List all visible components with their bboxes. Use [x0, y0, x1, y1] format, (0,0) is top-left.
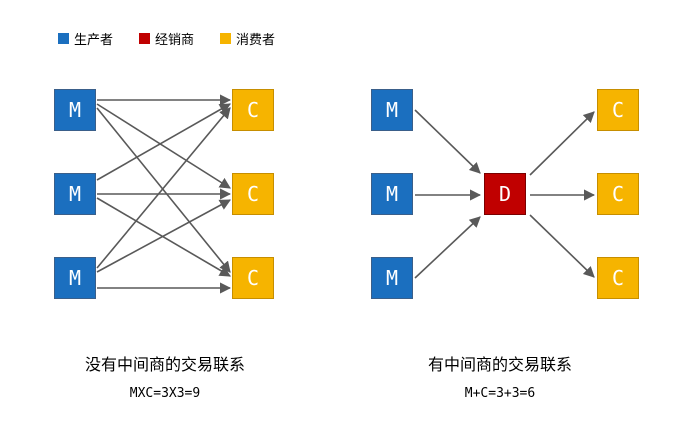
right-consumer-label-2: C — [611, 182, 625, 206]
left-consumer-label-1: C — [246, 98, 260, 122]
right-producer-label-3: M — [385, 266, 399, 290]
legend: 生产者 经销商 消费者 — [58, 29, 301, 48]
right-consumer-label-1: C — [611, 98, 625, 122]
arrow-m1-c2 — [96, 103, 231, 189]
legend-label-dealer: 经销商 — [155, 33, 195, 48]
arrow-m1-c3 — [96, 107, 231, 273]
right-dealer-node: D — [484, 173, 526, 215]
arrow-d-c1 — [529, 111, 595, 176]
right-consumer-node-2: C — [597, 173, 639, 215]
arrow-m3-c2 — [96, 199, 231, 273]
arrow-d-c3 — [529, 214, 595, 278]
left-formula: MXC=3X3=9 — [129, 386, 201, 401]
right-producer-node-2: M — [371, 173, 413, 215]
right-producer-node-3: M — [371, 257, 413, 299]
legend-label-consumer: 消费者 — [236, 33, 276, 48]
left-producer-node-1: M — [54, 89, 96, 131]
right-producer-node-1: M — [371, 89, 413, 131]
legend-swatch-dealer — [139, 33, 151, 44]
arrow-m2-c3 — [96, 197, 231, 277]
right-dealer-label: D — [498, 182, 512, 206]
right-consumer-node-3: C — [597, 257, 639, 299]
right-producer-label-2: M — [385, 182, 399, 206]
legend-item-producer: 生产者 — [58, 29, 113, 48]
legend-item-dealer: 经销商 — [139, 29, 194, 48]
right-consumer-label-3: C — [611, 266, 625, 290]
legend-swatch-producer — [58, 33, 69, 44]
left-producer-node-3: M — [54, 257, 96, 299]
legend-item-consumer: 消费者 — [220, 29, 275, 48]
left-caption: 没有中间商的交易联系 — [84, 355, 245, 374]
left-producer-node-2: M — [54, 173, 96, 215]
legend-swatch-consumer — [220, 33, 232, 44]
arrow-m3-c1 — [96, 107, 231, 269]
left-consumer-node-1: C — [232, 89, 274, 131]
right-consumer-node-1: C — [597, 89, 639, 131]
left-consumer-node-2: C — [232, 173, 274, 215]
left-consumer-node-3: C — [232, 257, 274, 299]
left-producer-label-3: M — [68, 266, 82, 290]
left-consumer-label-2: C — [246, 182, 260, 206]
legend-label-producer: 生产者 — [74, 33, 114, 48]
right-caption: 有中间商的交易联系 — [427, 355, 572, 374]
left-consumer-label-3: C — [246, 266, 260, 290]
left-producer-label-2: M — [68, 182, 82, 206]
right-formula: M+C=3+3=6 — [464, 386, 536, 401]
arrow-m2-c1 — [96, 103, 231, 181]
right-producer-label-1: M — [385, 98, 399, 122]
left-producer-label-1: M — [68, 98, 82, 122]
arrow-m1-d — [414, 109, 481, 174]
arrow-m3-d — [414, 216, 481, 279]
